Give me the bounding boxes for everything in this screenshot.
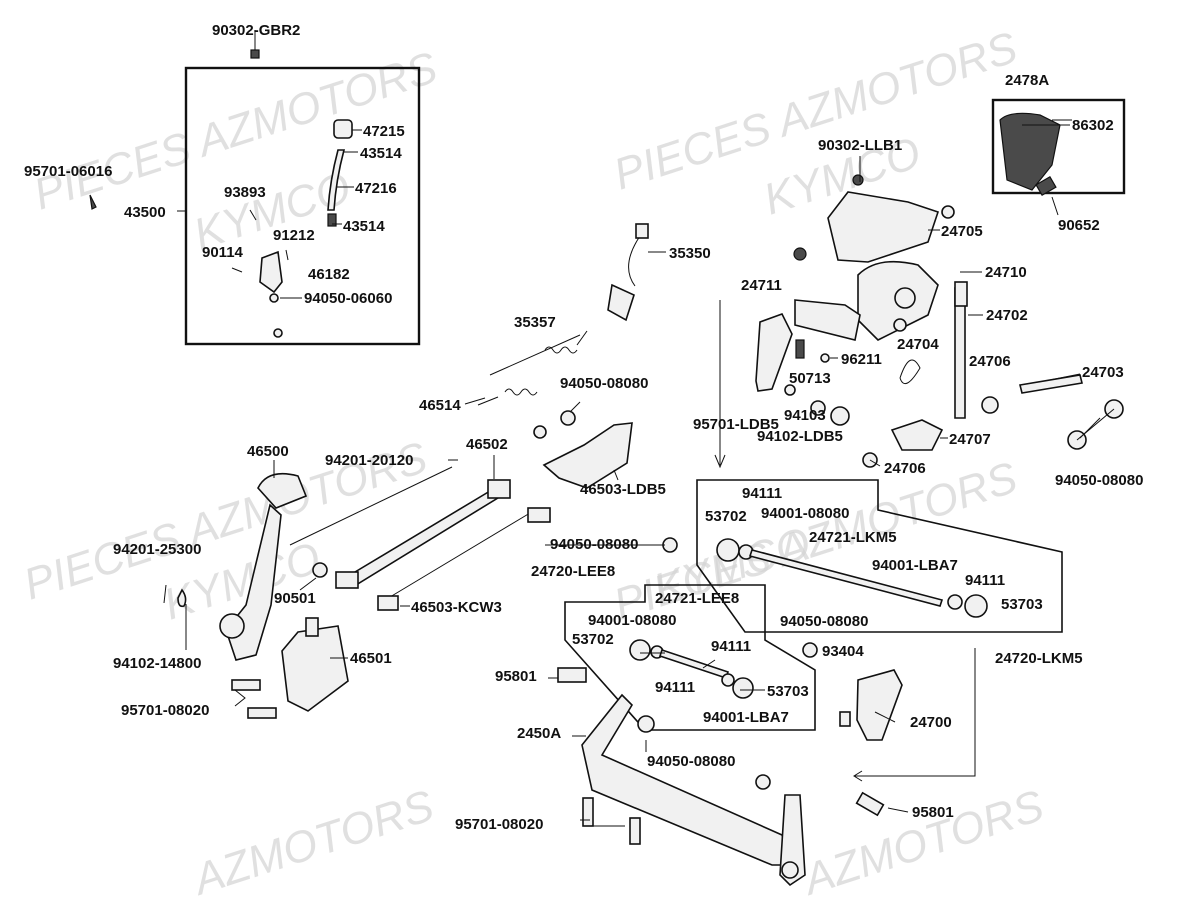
part-label: 24710 [985,264,1027,281]
part-label: 47215 [363,123,405,140]
part-label: 47216 [355,180,397,197]
part-label: 24721-LKM5 [809,529,897,546]
part-label: 94050-08080 [560,375,648,392]
part-label: 24706 [969,353,1011,370]
part-label: 24704 [897,336,939,353]
part-label: 24706 [884,460,926,477]
part-label: 90114 [202,244,244,261]
part-label: 46514 [419,397,461,414]
part-label: 53703 [767,683,809,700]
part-label: 94050-08080 [780,613,868,630]
part-label: 94103 [784,407,826,424]
part-label: 35350 [669,245,711,262]
part-label: 95801 [912,804,954,821]
part-label: 46500 [247,443,289,460]
part-label: 46503-LDB5 [580,481,666,498]
part-label: 24720-LKM5 [995,650,1083,667]
part-label: 24705 [941,223,983,240]
part-label: 95801 [495,668,537,685]
part-label: 91212 [273,227,315,244]
part-label: 95701-LDB5 [693,416,779,433]
watermark-text: AZMOTORS [185,781,439,900]
part-label: 53703 [1001,596,1043,613]
part-label: 35357 [514,314,556,331]
part-label: 46502 [466,436,508,453]
part-label: 94102-14800 [113,655,201,672]
part-label: 94111 [965,572,1005,589]
part-label: 90302-LLB1 [818,137,902,154]
part-label: 95701-06016 [24,163,112,180]
part-label: 46182 [308,266,350,283]
part-label: 94050-08080 [1055,472,1143,489]
part-label: 90501 [274,590,316,607]
part-label: 94001-08080 [761,505,849,522]
part-label: 46501 [350,650,392,667]
part-label: 86302 [1072,117,1114,134]
part-label: 94050-08080 [647,753,735,770]
assembly-box-43500 [184,66,421,346]
part-label: 94001-08080 [588,612,676,629]
part-label: 24702 [986,307,1028,324]
part-label: 94001-LBA7 [703,709,789,726]
part-label: 24700 [910,714,952,731]
assembly-box-2478a [991,98,1126,195]
part-label: 94001-LBA7 [872,557,958,574]
part-label: 93404 [822,643,864,660]
part-label: 24721-LEE8 [655,590,739,607]
shifter-bracket [793,174,955,341]
label-leaders [185,124,1101,827]
shift-arm-2450a [557,667,903,887]
part-label: 53702 [705,508,747,525]
part-labels: 90302-GBR2 47215 43514 95701-06016 93893… [24,22,1143,833]
part-label: 43514 [360,145,402,162]
part-label: 24711 [741,277,782,294]
part-label: 96211 [841,351,882,368]
part-label: 94050-06060 [304,290,392,307]
part-label: 24720-LEE8 [531,563,615,580]
watermark-text: AZMOTORS [795,781,1049,900]
leader-lines [234,300,976,821]
part-label: 94201-20120 [325,452,413,469]
part-label: 94102-LDB5 [757,428,843,445]
part-label: 95701-08020 [121,702,209,719]
assembly-box-24720-lee8 [564,584,816,731]
part-label: 94111 [655,679,695,696]
linkage-rods [629,537,988,699]
part-label: 94201-25300 [113,541,201,558]
part-label: 90302-GBR2 [212,22,300,39]
part-label: 43500 [124,204,166,221]
part-label: 90652 [1058,217,1100,234]
part-label: 50713 [789,370,831,387]
part-label: 94111 [711,638,751,655]
part-label: 46503-KCW3 [411,599,502,616]
assembly-box-24720-lkm5 [696,479,1063,633]
part-label: 43514 [343,218,385,235]
part-label: 2478A [1005,72,1049,89]
part-label: 94111 [742,485,782,502]
rod-group-46502 [289,410,633,611]
gear-knob [999,112,1072,197]
cable-switch-assembly [89,30,353,338]
part-label: 53702 [572,631,614,648]
brake-pedal-group [163,472,349,719]
part-label: 95701-08020 [455,816,543,833]
part-label: 24707 [949,431,991,448]
part-label: 2450A [517,725,561,742]
part-label: 93893 [224,184,266,201]
part-label: 24703 [1082,364,1124,381]
brake-switch-group [477,223,649,406]
